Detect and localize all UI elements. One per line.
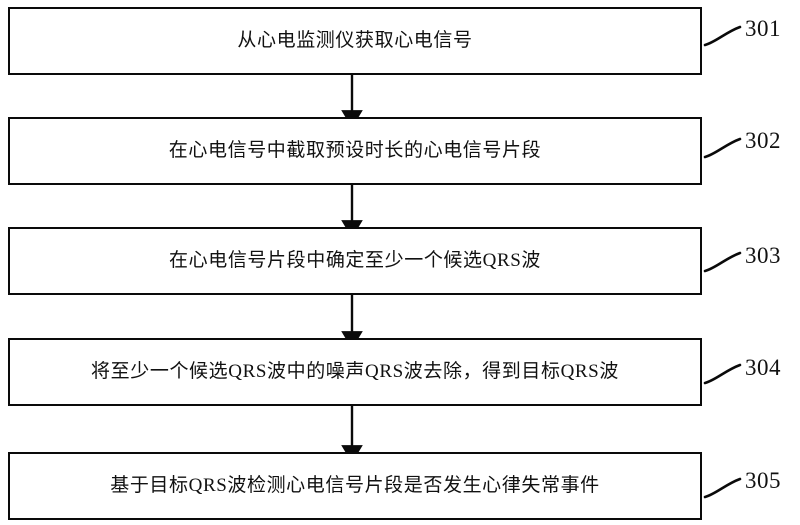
flow-step-303-label: 在心电信号片段中确定至少一个候选QRS波 (169, 250, 541, 272)
flow-step-305-label: 基于目标QRS波检测心电信号片段是否发生心律失常事件 (110, 475, 600, 497)
leader-line-305 (703, 477, 742, 499)
flow-step-304-label: 将至少一个候选QRS波中的噪声QRS波去除，得到目标QRS波 (91, 361, 619, 383)
flow-step-304: 将至少一个候选QRS波中的噪声QRS波去除，得到目标QRS波 (8, 338, 702, 406)
reference-number-301: 301 (745, 16, 781, 41)
leader-line-302 (703, 137, 742, 159)
leader-line-303 (703, 251, 742, 273)
leader-line-304 (703, 363, 742, 385)
reference-number-304: 304 (745, 355, 781, 380)
reference-number-303: 303 (745, 243, 781, 268)
reference-number-305: 305 (745, 468, 781, 493)
flow-step-302-label: 在心电信号中截取预设时长的心电信号片段 (168, 140, 542, 162)
flow-step-301: 从心电监测仪获取心电信号 (8, 7, 702, 75)
flow-step-303: 在心电信号片段中确定至少一个候选QRS波 (8, 227, 702, 295)
leader-line-301 (703, 25, 742, 47)
flow-step-302: 在心电信号中截取预设时长的心电信号片段 (8, 117, 702, 185)
reference-number-302: 302 (745, 128, 781, 153)
flow-step-301-label: 从心电监测仪获取心电信号 (237, 30, 473, 52)
flow-step-305: 基于目标QRS波检测心电信号片段是否发生心律失常事件 (8, 452, 702, 520)
